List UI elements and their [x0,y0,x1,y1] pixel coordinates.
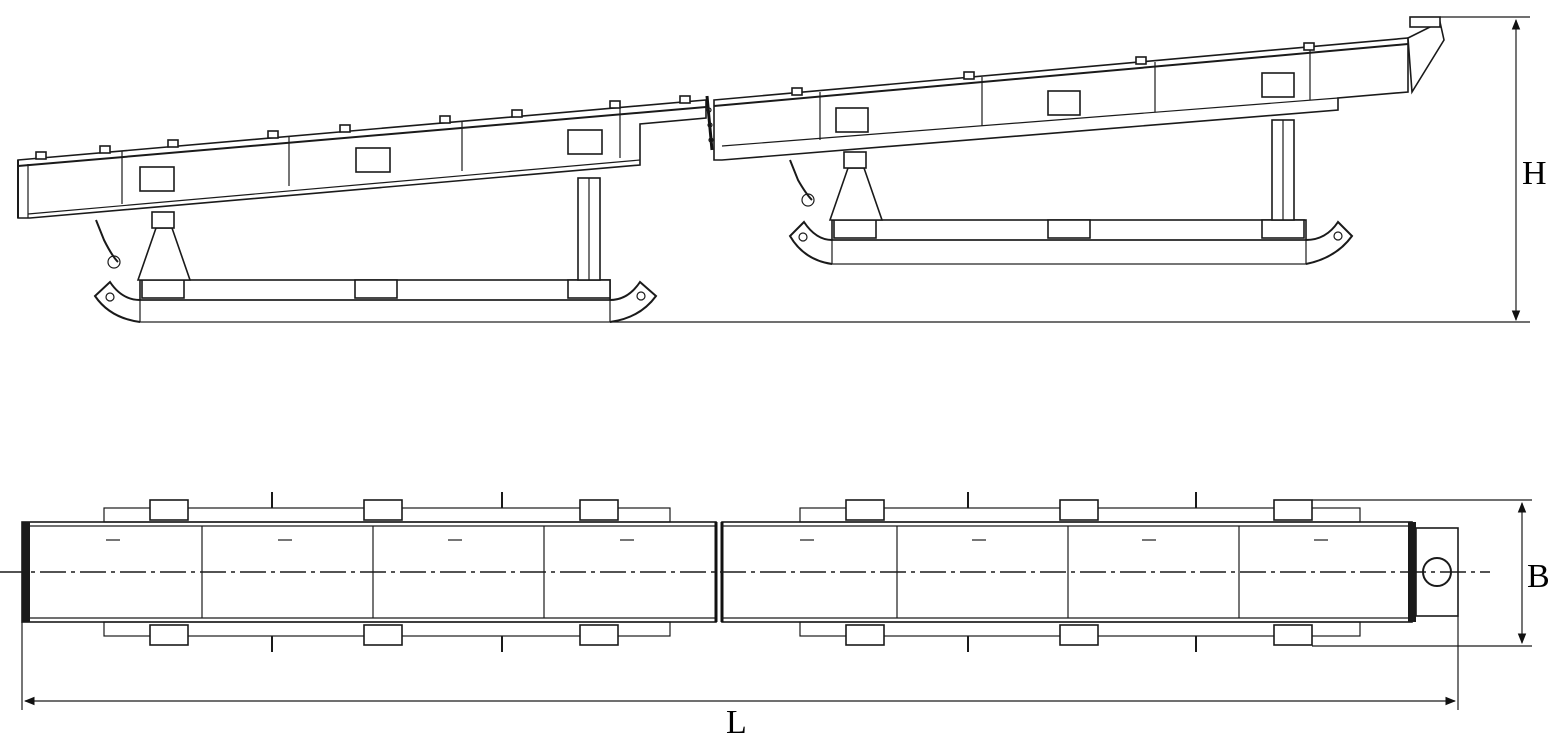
height-label: H [1522,155,1547,192]
right-section-trough [713,16,1445,161]
side-elevation-view [17,16,1530,323]
left-section-trough [17,95,707,219]
section-joint [705,95,714,151]
height-dimension [1440,16,1530,322]
left-support-frame [93,177,658,323]
plan-view [0,492,1490,652]
length-dimension [21,616,1459,710]
width-label: B [1527,558,1550,595]
length-label: L [726,704,747,741]
right-support-frame [788,119,1354,265]
width-dimension [1312,499,1532,647]
